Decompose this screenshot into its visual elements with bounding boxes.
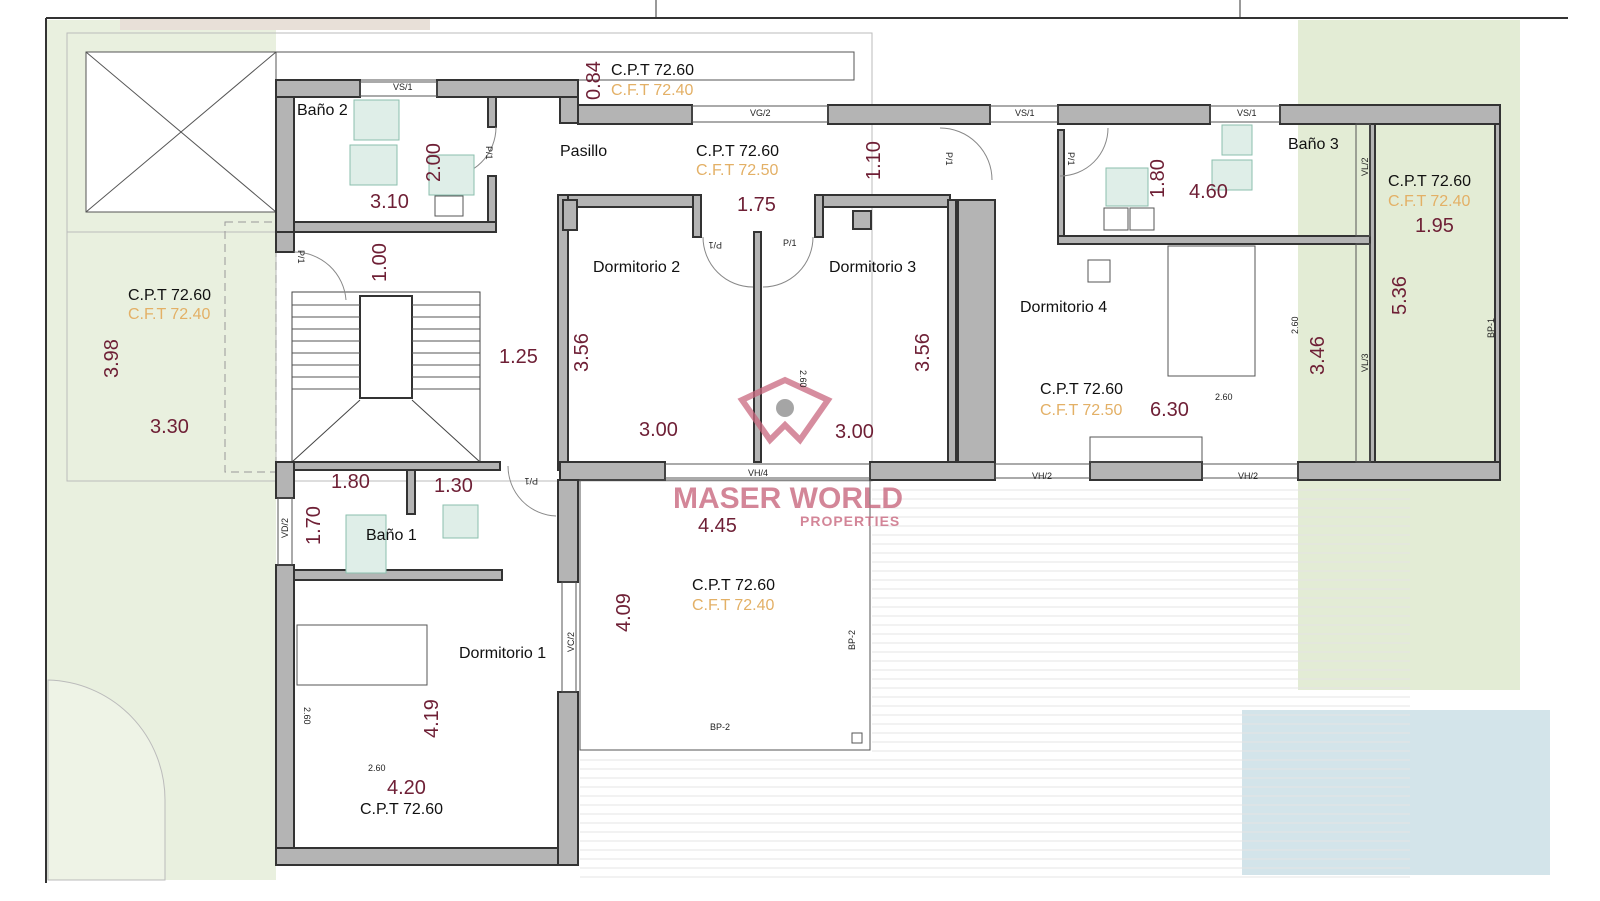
- level-cpt: C.P.T 72.60: [1388, 173, 1471, 190]
- watermark-sub: PROPERTIES: [800, 513, 900, 529]
- door-label: P/1: [296, 250, 306, 264]
- window-label: VC/2: [566, 632, 576, 652]
- door-label: P/1: [944, 152, 954, 166]
- window-label: VL/2: [1360, 157, 1370, 176]
- staircase[interactable]: [291, 291, 481, 465]
- dimension: 4.19: [421, 699, 443, 738]
- window-label: VH/4: [748, 468, 768, 478]
- door-label: P/1: [708, 240, 722, 250]
- watermark-brand: MASER WORLD: [673, 482, 903, 515]
- level-cpt: C.P.T 72.60: [1040, 381, 1123, 398]
- pergola-outline: [224, 221, 277, 473]
- level-cft: C.F.T 72.50: [1040, 402, 1123, 419]
- dimension: 3.00: [639, 419, 678, 441]
- room-dormitorio-2: Dormitorio 2: [593, 259, 680, 276]
- bed-dimension: 2.60: [302, 707, 312, 725]
- window-label: BP-2: [847, 630, 857, 650]
- garden-arc: [47, 679, 166, 881]
- bed-dimension: 2.60: [1215, 392, 1233, 402]
- furniture: [296, 245, 1256, 751]
- room-bano-2: Baño 2: [297, 102, 348, 119]
- window-label: VH/2: [1238, 471, 1258, 481]
- room-pasillo: Pasillo: [560, 143, 607, 160]
- level-cft: C.F.T 72.40: [611, 82, 694, 99]
- room-bano-1: Baño 1: [366, 527, 417, 544]
- dimension: 0.84: [583, 61, 605, 100]
- window-label: VS/1: [1015, 108, 1035, 118]
- window-label: VD/2: [280, 518, 290, 538]
- level-cpt: C.P.T 72.60: [696, 143, 779, 160]
- door-label: P/1: [484, 146, 494, 160]
- bed-dimension: 2.60: [798, 370, 808, 388]
- dimension: 6.30: [1150, 399, 1189, 421]
- garden-right: [1298, 20, 1520, 690]
- bed-dimension: 2.60: [1290, 316, 1300, 334]
- room-dormitorio-1: Dormitorio 1: [459, 645, 546, 662]
- skylight-cross: [85, 51, 277, 213]
- dimension: 5.36: [1389, 276, 1411, 315]
- room-dormitorio-3: Dormitorio 3: [829, 259, 916, 276]
- window-label: VG/2: [750, 108, 771, 118]
- room-bano-3: Baño 3: [1288, 136, 1339, 153]
- door-label: P/1: [783, 238, 797, 248]
- dimension: 2.00: [423, 143, 445, 182]
- window-label: BP-2: [710, 722, 730, 732]
- dimension: 1.10: [863, 141, 885, 180]
- dimension: 3.00: [835, 421, 874, 443]
- deck-stripes: [580, 489, 1410, 878]
- window-label: VH/2: [1032, 471, 1052, 481]
- windows: [277, 81, 1371, 693]
- door-label: P/1: [1066, 152, 1076, 166]
- bed-dimension: 2.60: [368, 763, 386, 773]
- dimension: 1.30: [434, 475, 473, 497]
- level-cpt: C.P.T 72.60: [611, 62, 694, 79]
- dimension: 3.56: [912, 333, 934, 372]
- level-cpt: C.P.T 72.60: [128, 287, 211, 304]
- dimension: 4.45: [698, 515, 737, 537]
- bathroom-fixtures: [345, 99, 1253, 574]
- dimension: 3.30: [150, 416, 189, 438]
- level-cft: C.F.T 72.50: [696, 162, 779, 179]
- door-label: P/1: [524, 476, 538, 486]
- dimension: 1.00: [369, 243, 391, 282]
- dimension: 3.98: [101, 339, 123, 378]
- dimension: 4.20: [387, 777, 426, 799]
- dimension: 1.80: [331, 471, 370, 493]
- dimension: 1.80: [1147, 159, 1169, 198]
- dimension: 3.46: [1307, 336, 1329, 375]
- dimension: 1.75: [737, 194, 776, 216]
- room-dormitorio-4: Dormitorio 4: [1020, 299, 1107, 316]
- dimension: 1.95: [1415, 215, 1454, 237]
- window-label: BP-1: [1486, 318, 1496, 338]
- dimension: 1.25: [499, 346, 538, 368]
- window-label: VS/1: [393, 82, 413, 92]
- dimension: 3.56: [571, 333, 593, 372]
- level-cft: C.F.T 72.40: [1388, 193, 1471, 210]
- dimension: 3.10: [370, 191, 409, 213]
- level-cpt: C.P.T 72.60: [692, 577, 775, 594]
- doors[interactable]: [293, 126, 1109, 517]
- dimension: 4.60: [1189, 181, 1228, 203]
- pool: [1242, 710, 1550, 875]
- dimension: 1.70: [303, 506, 325, 545]
- level-cpt: C.P.T 72.60: [360, 801, 443, 818]
- header-strip: [120, 18, 430, 30]
- window-label: VS/1: [1237, 108, 1257, 118]
- window-label: VL/3: [1360, 353, 1370, 372]
- level-cft: C.F.T 72.40: [128, 306, 211, 323]
- level-cft: C.F.T 72.40: [692, 597, 775, 614]
- watermark-logo: [737, 376, 833, 445]
- dimension: 4.09: [613, 593, 635, 632]
